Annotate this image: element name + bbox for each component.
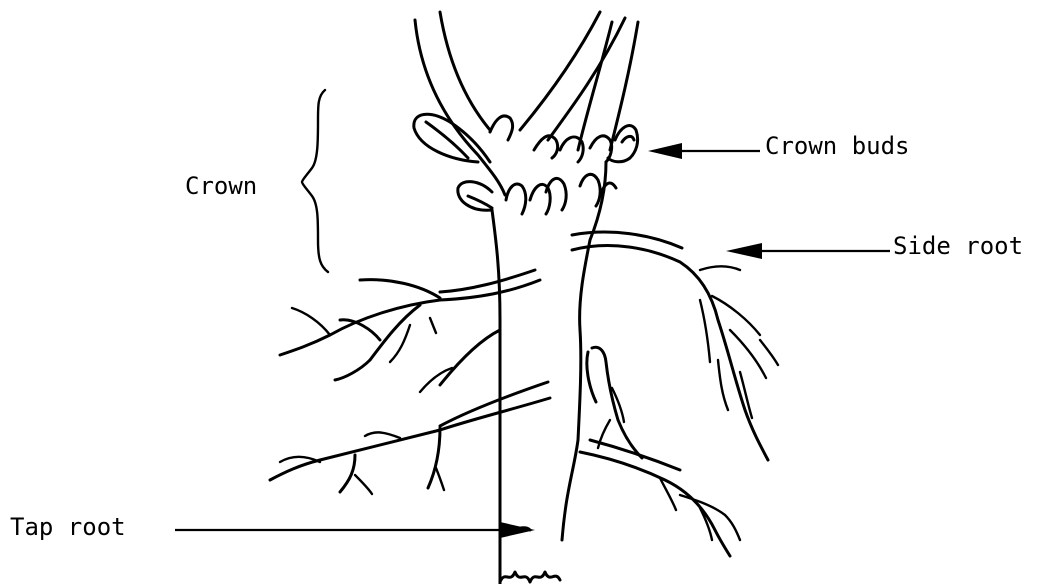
crown-buds-arrow [648,143,760,159]
right-side-roots [572,232,778,556]
tap-root-arrow [175,522,535,538]
crown-label: Crown [185,174,257,198]
left-side-roots [270,270,550,494]
side-root-label: Side root [893,234,1023,258]
tap-root-label: Tap root [10,515,126,539]
crown-buds-drawing [414,114,638,214]
side-root-arrow [726,243,890,259]
crown-bracket [302,90,328,272]
crown-buds-label: Crown buds [765,134,910,158]
